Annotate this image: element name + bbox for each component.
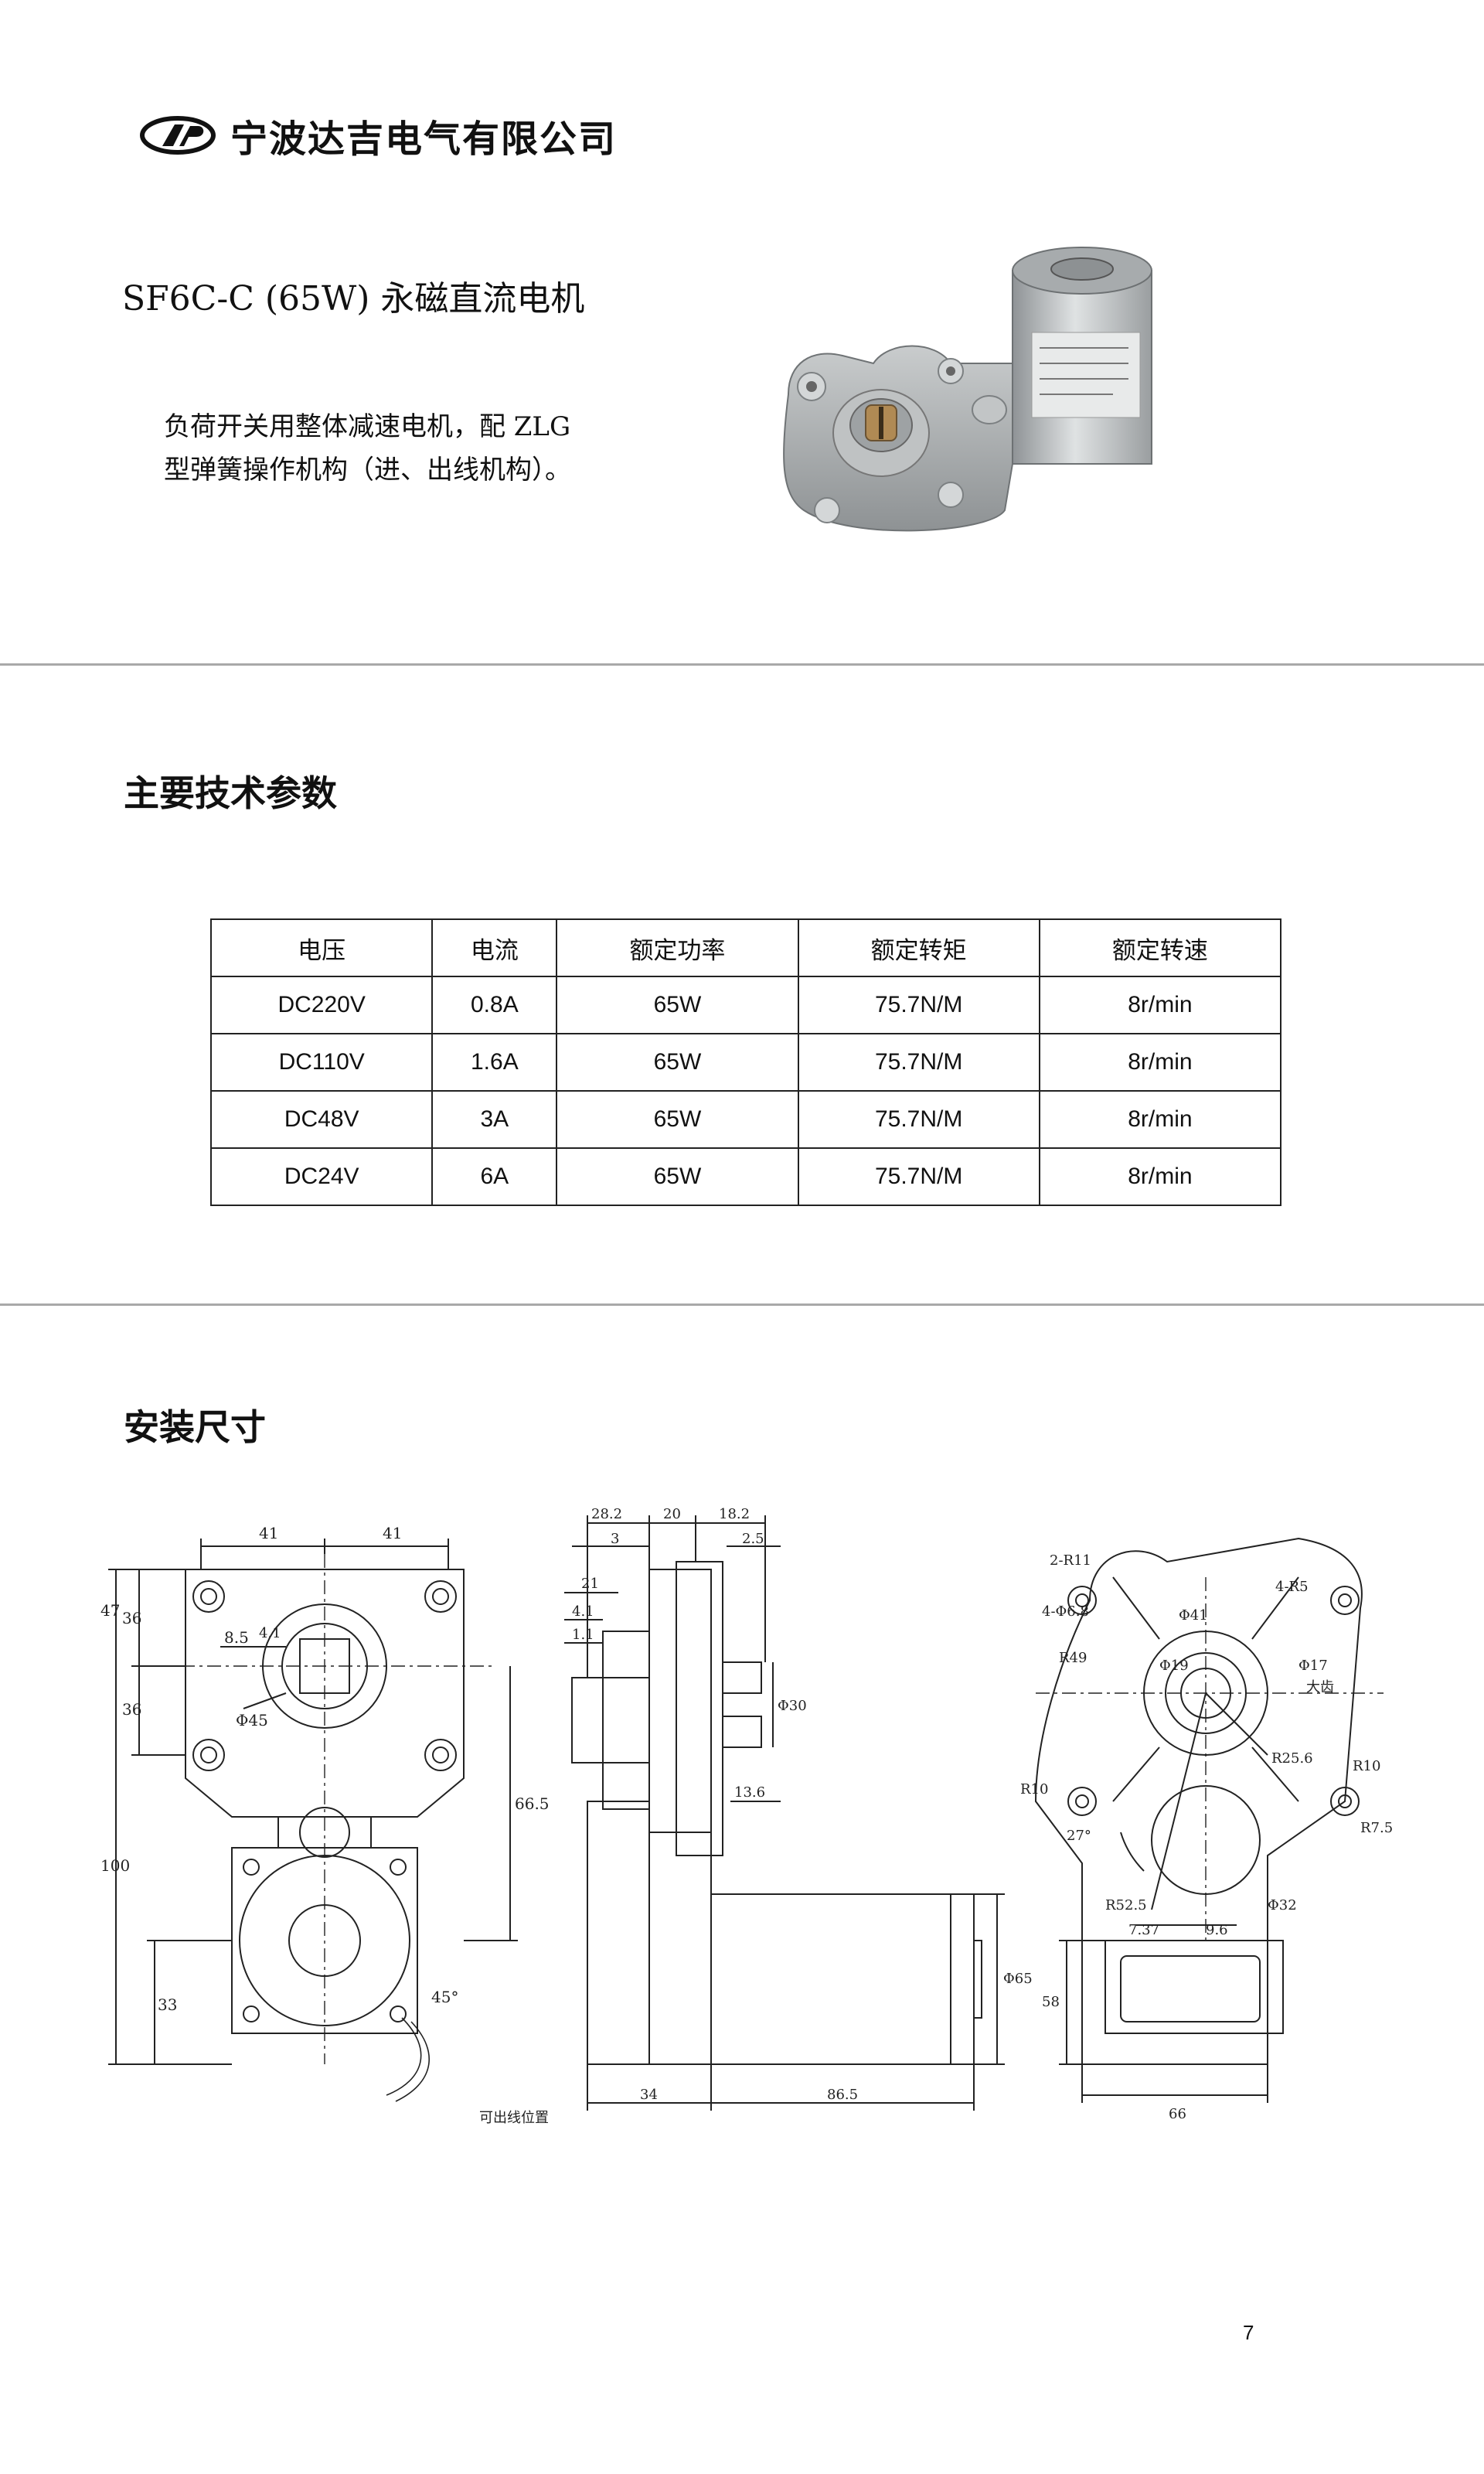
table-cell: 65W [556, 1147, 799, 1206]
dim-front-41-right: 41 [383, 1524, 402, 1542]
dim-rear-58: 58 [1042, 1994, 1060, 2010]
dim-front-36a: 36 [122, 1609, 141, 1627]
table-cell: 75.7N/M [797, 1090, 1040, 1149]
product-title: SF6C-C (65W) 永磁直流电机 [122, 279, 585, 319]
side-view [564, 1515, 1005, 2111]
table-header-row: 电压 电流 额定功率 额定转矩 额定转速 [209, 918, 1282, 977]
dimension-drawing: 41 41 47 36 36 100 33 66.5 8.5 4.1 Φ45 4… [100, 1506, 1393, 2126]
table-cell: 8r/min [1038, 976, 1282, 1034]
dim-side-21: 21 [581, 1576, 599, 1592]
product-description: 负荷开关用整体减速电机，配 ZLG 型弹簧操作机构（进、出线机构）。 [164, 405, 659, 492]
table-cell: 75.7N/M [797, 1147, 1040, 1206]
dim-front-47: 47 [100, 1601, 120, 1620]
description-line-1: 负荷开关用整体减速电机，配 ZLG [164, 411, 571, 442]
table-cell: 65W [556, 1033, 799, 1092]
dim-side-4-1: 4.1 [572, 1603, 594, 1620]
table-cell: 8r/min [1038, 1147, 1282, 1206]
table-cell: 6A [431, 1147, 558, 1206]
dim-rear-r52-5: R52.5 [1105, 1897, 1147, 1913]
dim-front-100: 100 [100, 1856, 130, 1875]
description-line-2: 型弹簧操作机构（进、出线机构）。 [164, 455, 571, 486]
table-row: DC220V 0.8A 65W 75.7N/M 8r/min [209, 976, 1282, 1034]
dim-rear-dia19: Φ19 [1159, 1658, 1189, 1674]
motor-photo [783, 247, 1152, 532]
table-cell: 1.6A [431, 1033, 558, 1092]
table-cell: 65W [556, 976, 799, 1034]
col-current: 电流 [431, 918, 558, 977]
col-torque: 额定转矩 [797, 918, 1040, 977]
dimensions-heading: 安装尺寸 [124, 1406, 266, 1448]
dim-side-20: 20 [663, 1506, 681, 1522]
dim-rear-dia17: Φ17 [1298, 1658, 1328, 1674]
dim-front-36b: 36 [122, 1700, 141, 1719]
dim-side-13-6: 13.6 [734, 1784, 765, 1801]
table-cell: 8r/min [1038, 1033, 1282, 1092]
table-cell: 0.8A [431, 976, 558, 1034]
dim-front-dia45: Φ45 [236, 1711, 268, 1729]
dim-side-34: 34 [640, 2087, 658, 2103]
dim-rear-4-r5: 4-R5 [1275, 1579, 1309, 1595]
col-voltage: 电压 [209, 918, 434, 977]
table-row: DC24V 6A 65W 75.7N/M 8r/min [209, 1147, 1282, 1206]
dim-rear-66: 66 [1169, 2106, 1186, 2122]
dim-rear-r7-5: R7.5 [1360, 1820, 1393, 1836]
dim-rear-r10-left: R10 [1020, 1781, 1048, 1798]
table-cell: 8r/min [1038, 1090, 1282, 1149]
page-number: 7 [1243, 2321, 1254, 2344]
dim-rear-r49: R49 [1059, 1650, 1087, 1666]
col-speed: 额定转速 [1038, 918, 1282, 977]
front-wire-note: 可出线位置 [479, 2110, 549, 2126]
dim-rear-dia41: Φ41 [1179, 1607, 1208, 1624]
table-cell: 65W [556, 1090, 799, 1149]
specs-heading: 主要技术参数 [124, 772, 337, 814]
dim-side-28-2: 28.2 [591, 1506, 622, 1522]
front-view [108, 1539, 518, 2102]
dim-rear-7-37: 7.37 [1128, 1922, 1159, 1938]
dim-rear-r10-right: R10 [1353, 1758, 1380, 1774]
dim-side-2-5: 2.5 [742, 1531, 764, 1547]
col-power: 额定功率 [556, 918, 799, 977]
dim-front-4-1: 4.1 [259, 1625, 281, 1641]
dim-side-1-1: 1.1 [572, 1627, 594, 1643]
table-cell: 75.7N/M [797, 1033, 1040, 1092]
company-name: 宁波达吉电气有限公司 [230, 118, 618, 161]
dim-rear-angle27: 27° [1067, 1828, 1091, 1844]
table-cell: DC110V [209, 1033, 434, 1092]
company-logo-icon [140, 116, 216, 155]
spec-table: 电压 电流 额定功率 额定转矩 额定转速 DC220V 0.8A 65W 75.… [209, 918, 1282, 1206]
dim-front-41-left: 41 [259, 1524, 278, 1542]
dim-front-33: 33 [158, 1995, 177, 2014]
dim-side-3: 3 [611, 1531, 619, 1547]
table-cell: DC220V [209, 976, 434, 1034]
dim-rear-9-6: 9.6 [1206, 1922, 1228, 1938]
dim-front-66-5: 66.5 [515, 1794, 550, 1813]
table-cell: DC24V [209, 1147, 434, 1206]
dim-rear-2-r11: 2-R11 [1050, 1552, 1091, 1569]
table-cell: 75.7N/M [797, 976, 1040, 1034]
rear-view [1034, 1537, 1384, 2103]
table-cell: 3A [431, 1090, 558, 1149]
dim-side-86-5: 86.5 [827, 2087, 858, 2103]
dim-rear-r25-6: R25.6 [1271, 1750, 1313, 1767]
dim-side-dia65: Φ65 [1003, 1971, 1033, 1987]
table-row: DC48V 3A 65W 75.7N/M 8r/min [209, 1090, 1282, 1149]
dim-front-8-5: 8.5 [224, 1628, 249, 1647]
dim-side-dia30: Φ30 [778, 1698, 807, 1714]
dim-side-18-2: 18.2 [719, 1506, 750, 1522]
dim-front-angle45: 45° [431, 1988, 458, 2006]
dim-rear-big-gear: 大齿 [1306, 1679, 1334, 1695]
dim-rear-dia32: Φ32 [1268, 1897, 1297, 1913]
dim-rear-hole: 4-Φ6.8 [1042, 1603, 1089, 1620]
divider-2 [0, 1303, 1484, 1306]
table-cell: DC48V [209, 1090, 434, 1149]
company-header: 宁波达吉电气有限公司 [139, 108, 617, 162]
divider-1 [0, 663, 1484, 666]
table-row: DC110V 1.6A 65W 75.7N/M 8r/min [209, 1033, 1282, 1092]
